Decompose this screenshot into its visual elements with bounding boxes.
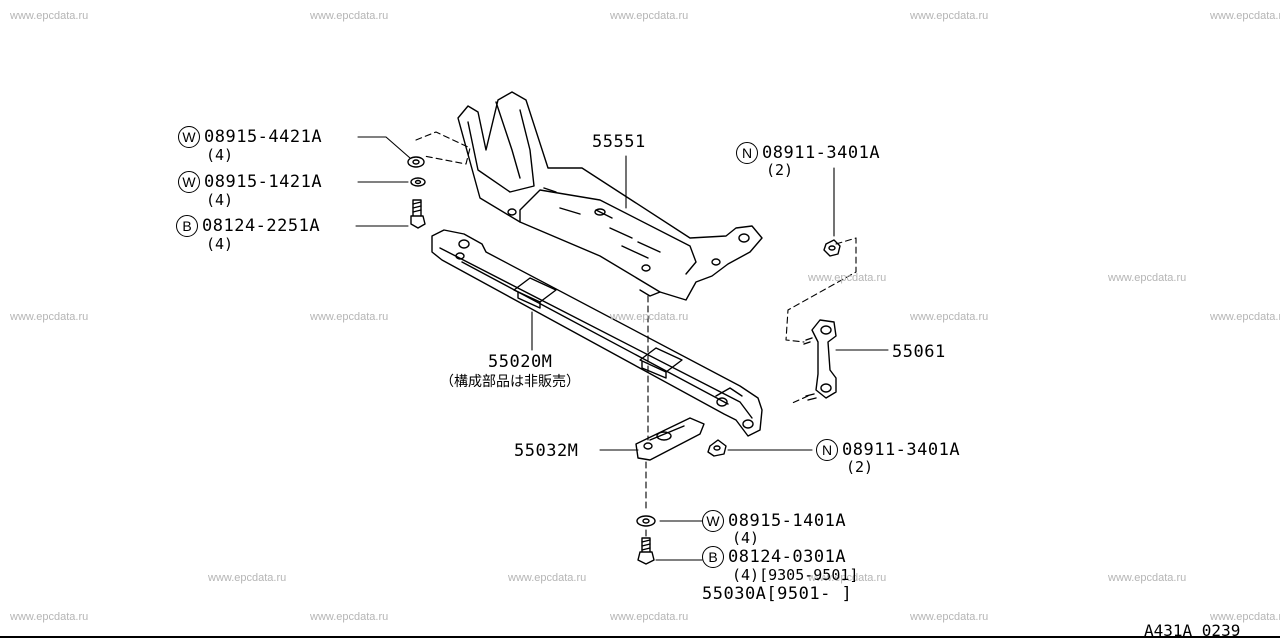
part-number-55020m[interactable]: 55020M: [488, 352, 553, 372]
watermark: www.epcdata.ru: [208, 572, 287, 584]
watermark: www.epcdata.ru: [610, 10, 689, 22]
washer-symbol: W: [178, 126, 200, 148]
watermark: www.epcdata.ru: [808, 272, 887, 284]
quantity-label: (4): [206, 235, 234, 253]
watermark: www.epcdata.ru: [1210, 10, 1280, 22]
watermark: www.epcdata.ru: [1108, 272, 1187, 284]
watermark: www.epcdata.ru: [910, 611, 989, 623]
member-55551-drawing: [457, 91, 763, 301]
nut-symbol: N: [816, 439, 838, 461]
washer-symbol: W: [178, 171, 200, 193]
part-number-08915-1421a[interactable]: 08915-1421A: [204, 172, 323, 192]
part-number-08915-4421a[interactable]: 08915-4421A: [204, 127, 323, 147]
bolt-symbol: B: [702, 546, 724, 568]
member-55020m-drawing: [431, 229, 763, 437]
alignment-lines: [415, 131, 857, 537]
watermark: www.epcdata.ru: [1108, 572, 1187, 584]
part-number-08911-3401a[interactable]: 08911-3401A: [762, 143, 881, 163]
watermark: www.epcdata.ru: [10, 10, 89, 22]
watermark: www.epcdata.ru: [910, 10, 989, 22]
not-sold-separately-note: （構成部品は非販売）: [440, 374, 580, 390]
part-number-55030a[interactable]: 55030A[9501- ]: [702, 584, 853, 604]
part-number-08124-2251a[interactable]: 08124-2251A: [202, 216, 321, 236]
watermark: www.epcdata.ru: [310, 611, 389, 623]
watermark: www.epcdata.ru: [808, 572, 887, 584]
watermark: www.epcdata.ru: [1210, 611, 1280, 623]
quantity-label: (4): [732, 529, 760, 547]
part-number-55551[interactable]: 55551: [592, 132, 646, 152]
watermark: www.epcdata.ru: [310, 311, 389, 323]
hardware-drawing: [407, 156, 841, 565]
watermark: www.epcdata.ru: [10, 311, 89, 323]
quantity-label: (4): [206, 146, 234, 164]
part-number-08911-3401a[interactable]: 08911-3401A: [842, 440, 961, 460]
bracket-55032m-drawing: [635, 417, 705, 461]
leader-lines: [355, 136, 889, 561]
watermark: www.epcdata.ru: [610, 611, 689, 623]
watermark: www.epcdata.ru: [610, 311, 689, 323]
watermark: www.epcdata.ru: [310, 10, 389, 22]
diagram-code: A431A 0239: [1144, 621, 1241, 640]
part-number-55032m[interactable]: 55032M: [514, 441, 579, 461]
quantity-label: (2): [766, 161, 794, 179]
washer-symbol: W: [702, 510, 724, 532]
watermark: www.epcdata.ru: [1210, 311, 1280, 323]
part-number-08915-1401a[interactable]: 08915-1401A: [728, 511, 847, 531]
part-number-08124-0301a[interactable]: 08124-0301A: [728, 547, 847, 567]
watermark: www.epcdata.ru: [910, 311, 989, 323]
part-number-55061[interactable]: 55061: [892, 342, 946, 362]
nut-symbol: N: [736, 142, 758, 164]
link-55061-drawing: [803, 319, 837, 401]
watermark: www.epcdata.ru: [508, 572, 587, 584]
quantity-label: (4): [206, 191, 234, 209]
bolt-symbol: B: [176, 215, 198, 237]
watermark: www.epcdata.ru: [10, 611, 89, 623]
quantity-label: (4)[9305-9501]: [732, 566, 859, 584]
quantity-label: (2): [846, 458, 874, 476]
